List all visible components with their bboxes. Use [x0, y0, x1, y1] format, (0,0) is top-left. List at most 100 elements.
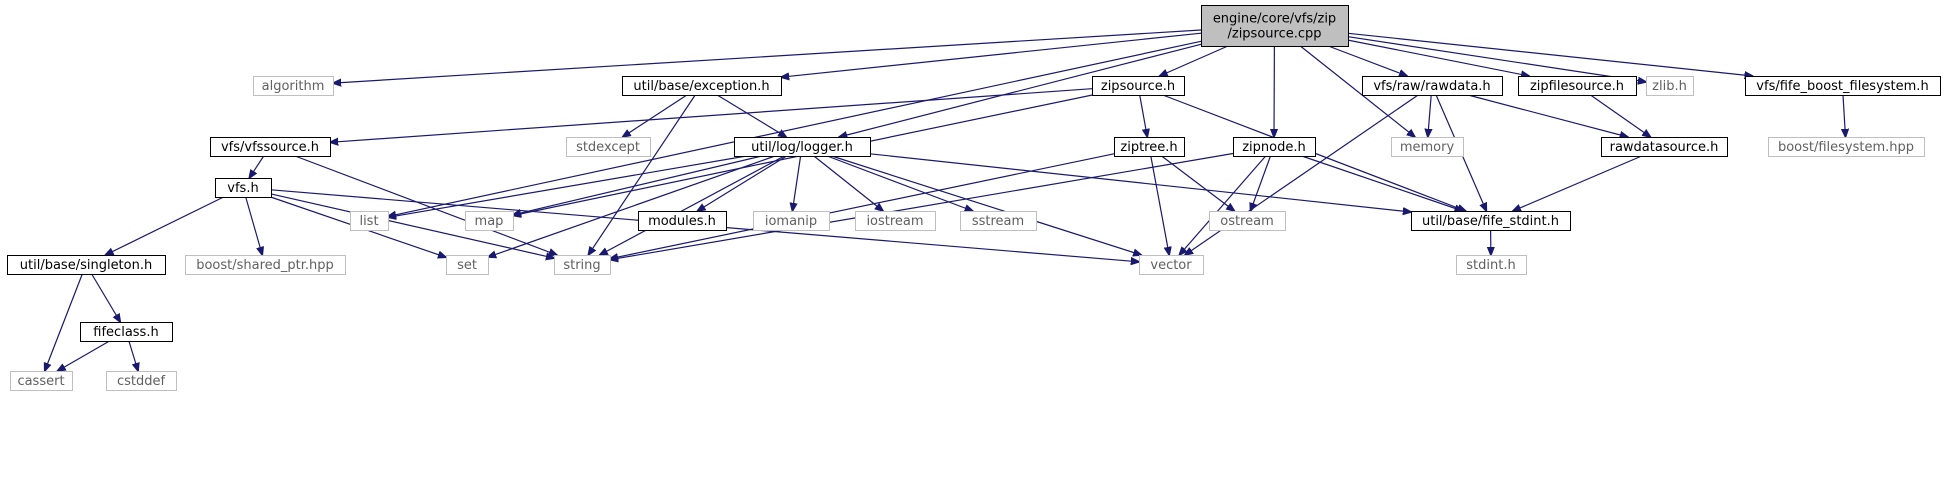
edge-line	[869, 153, 1411, 212]
edge-line	[610, 153, 1115, 259]
node-zipsource-h[interactable]: zipsource.h	[1092, 76, 1185, 96]
node-stdint: stdint.h	[1456, 255, 1527, 275]
edge-zipsource_h-to-vfssource	[330, 88, 1093, 143]
edge-ziptree-to-ostream	[1161, 155, 1235, 211]
node-label: stdexcept	[576, 140, 640, 155]
edge-line	[1161, 155, 1235, 211]
node-label: iostream	[866, 214, 923, 229]
node-cstddef: cstddef	[106, 371, 177, 391]
node-ostream: ostream	[1209, 211, 1286, 231]
node-label: memory	[1400, 140, 1455, 155]
node-iostream: iostream	[855, 211, 936, 231]
edge-line	[623, 94, 688, 137]
edge-logger-to-string	[600, 155, 785, 255]
node-box	[10, 371, 73, 391]
edge-root-to-list	[388, 40, 1202, 216]
node-label: zlib.h	[1652, 79, 1687, 94]
edge-line	[488, 155, 776, 257]
edge-logger-to-stdint_fife	[869, 153, 1411, 212]
edge-fifeclass-to-cstddef	[128, 340, 138, 371]
node-modules[interactable]: modules.h	[638, 211, 727, 231]
edge-vfssource-to-vfs	[249, 155, 265, 178]
edge-logger-to-map	[513, 155, 762, 215]
node-box	[1201, 5, 1349, 47]
edge-line	[1513, 155, 1642, 211]
node-list: list	[350, 211, 389, 231]
edge-line	[245, 196, 263, 255]
edge-line	[513, 155, 762, 215]
node-box	[1518, 76, 1637, 96]
node-iomanip: iomanip	[753, 211, 830, 231]
edge-line	[610, 152, 1234, 260]
node-rawdatasource[interactable]: rawdatasource.h	[1601, 137, 1728, 157]
node-box	[80, 322, 173, 342]
node-box	[1601, 137, 1728, 157]
edge-line	[333, 29, 1202, 83]
node-stdint-fife[interactable]: util/base/fife_stdint.h	[1411, 211, 1571, 231]
node-zipfilesource[interactable]: zipfilesource.h	[1518, 76, 1637, 96]
node-box	[1456, 255, 1527, 275]
node-fifeclass[interactable]: fifeclass.h	[80, 322, 173, 342]
node-memory: memory	[1391, 137, 1464, 157]
node-label: engine/core/vfs/zip	[1213, 12, 1336, 27]
edge-zipnode-to-stdint_fife	[1301, 155, 1463, 211]
node-zipnode[interactable]: zipnode.h	[1233, 137, 1316, 157]
edge-line	[1347, 36, 1646, 82]
node-rawdata[interactable]: vfs/raw/rawdata.h	[1362, 76, 1503, 96]
node-label: util/log/logger.h	[751, 140, 853, 155]
edge-rawdata-to-vector	[1185, 94, 1419, 255]
node-box	[1411, 211, 1571, 231]
edge-zipnode-to-string	[610, 152, 1234, 260]
edge-line	[1467, 94, 1628, 137]
edge-boostfs-to-boostfshpp	[1843, 94, 1846, 137]
node-zlib: zlib.h	[1646, 76, 1694, 96]
edge-rawdatasource-to-stdint_fife	[1513, 155, 1642, 211]
edge-logger-to-iomanip	[792, 155, 802, 211]
node-boostfs[interactable]: vfs/fife_boost_filesystem.h	[1745, 76, 1941, 96]
edge-line	[839, 43, 1202, 137]
edge-vfs-to-string	[270, 193, 554, 258]
edge-line	[1160, 45, 1229, 76]
edge-fifeclass-to-cassert	[58, 340, 110, 371]
node-sharedptr: boost/shared_ptr.hpp	[185, 255, 346, 275]
edge-line	[294, 155, 557, 255]
node-box	[446, 255, 489, 275]
node-box	[7, 255, 166, 275]
node-label: map	[475, 214, 504, 229]
node-string: string	[554, 255, 611, 275]
edge-line	[600, 155, 785, 255]
node-singleton[interactable]: util/base/singleton.h	[7, 255, 166, 275]
node-box	[1646, 76, 1694, 96]
node-box	[1768, 137, 1925, 157]
node-box	[638, 211, 727, 231]
node-boostfshpp: boost/filesystem.hpp	[1768, 137, 1925, 157]
node-label: stdint.h	[1466, 258, 1515, 273]
edge-root-to-rawdata	[1328, 45, 1407, 76]
edge-vfs-to-sharedptr	[245, 196, 263, 255]
edge-line	[831, 155, 1142, 255]
node-vfs[interactable]: vfs.h	[215, 178, 272, 198]
node-box	[106, 371, 177, 391]
node-label: iomanip	[765, 214, 817, 229]
node-box	[960, 211, 1037, 231]
node-vfssource[interactable]: vfs/vfssource.h	[210, 137, 331, 157]
node-label: zipfilesource.h	[1530, 79, 1624, 94]
edge-exception-to-stdexcept	[623, 94, 688, 137]
node-exception[interactable]: util/base/exception.h	[622, 76, 782, 96]
edge-ziptree-to-string	[610, 153, 1115, 259]
edge-line	[1347, 32, 1753, 76]
node-box	[1391, 137, 1464, 157]
edge-line	[270, 193, 554, 258]
edge-line	[781, 32, 1202, 77]
node-ziptree[interactable]: ziptree.h	[1114, 137, 1185, 157]
node-label: vfs/fife_boost_filesystem.h	[1756, 79, 1928, 94]
edge-rawdata-to-rawdatasource	[1467, 94, 1628, 137]
edge-line	[1185, 94, 1419, 255]
node-box	[1209, 211, 1286, 231]
node-logger[interactable]: util/log/logger.h	[734, 137, 871, 157]
node-label: boost/shared_ptr.hpp	[196, 258, 334, 273]
edge-line	[58, 340, 110, 371]
node-box	[1745, 76, 1941, 96]
edge-line	[792, 155, 802, 211]
